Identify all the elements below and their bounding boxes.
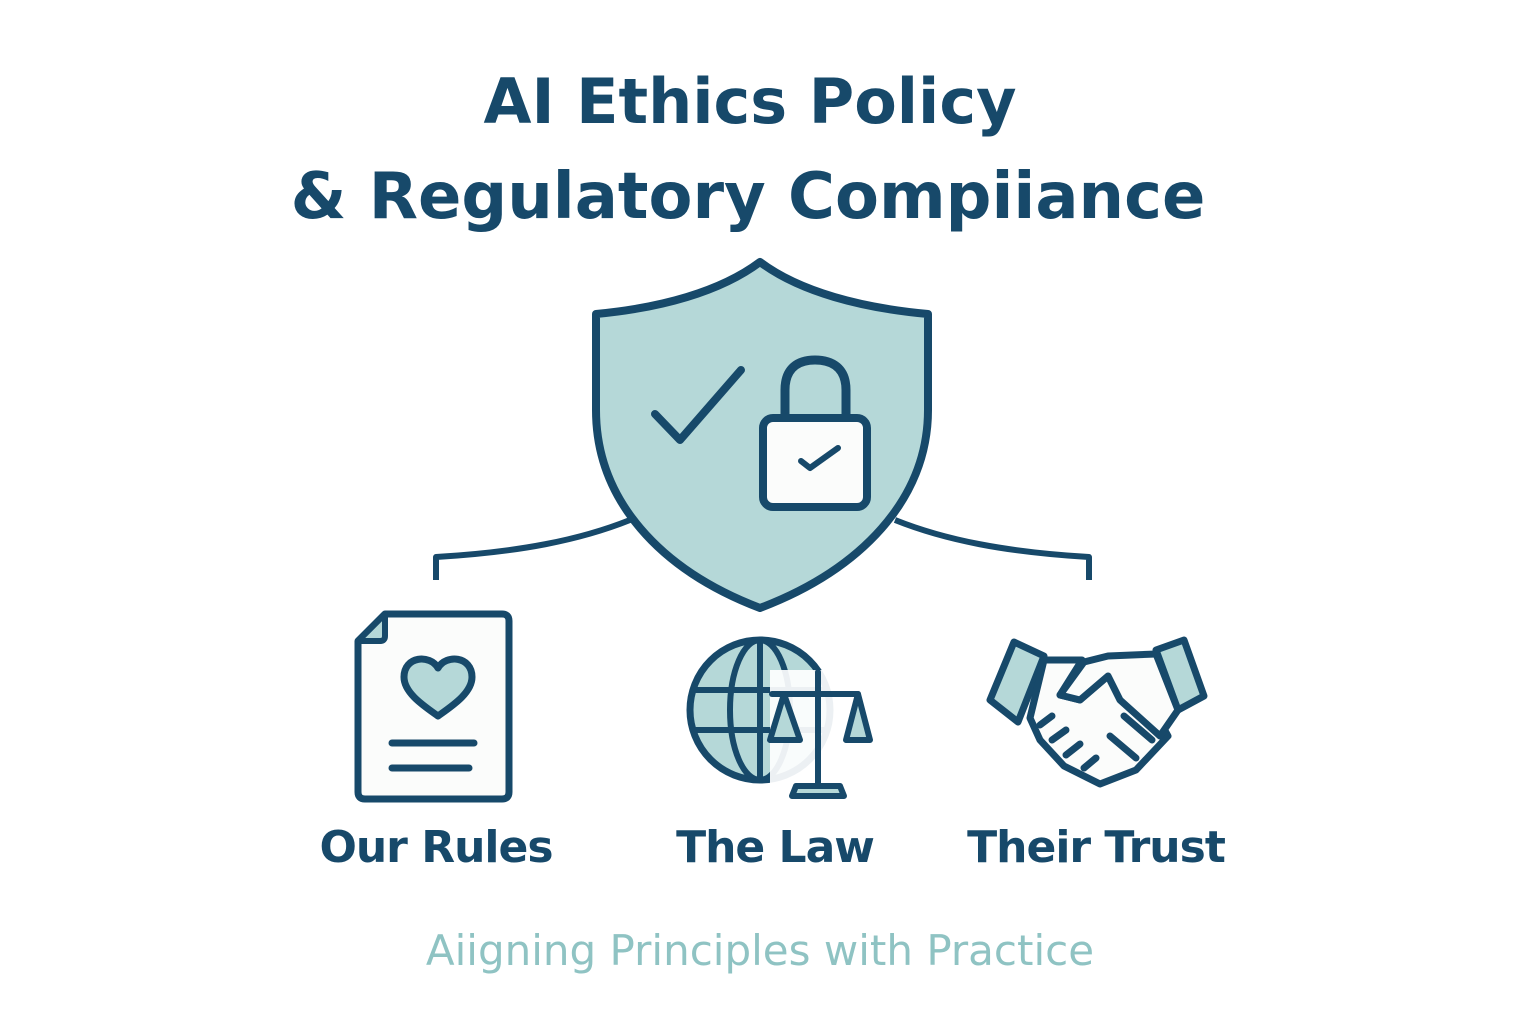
pillar-label-the-law: The Law (676, 822, 875, 873)
document-heart-icon (354, 610, 513, 803)
pillar-label-our-rules: Our Rules (319, 822, 553, 873)
page-title-line-2: & Regulatory Compiiance (290, 160, 1206, 234)
page-title-line-1: AI Ethics Policy (483, 65, 1017, 138)
shield-icon (592, 258, 932, 612)
pillar-label-their-trust: Their Trust (967, 822, 1226, 873)
globe-scales-icon (686, 636, 880, 800)
subtitle-tagline: Aiigning Principles with Practice (425, 926, 1095, 975)
connector-lines (433, 517, 1092, 580)
handshake-icon (986, 636, 1208, 788)
padlock-icon (759, 355, 871, 511)
checkmark-icon (651, 366, 745, 444)
